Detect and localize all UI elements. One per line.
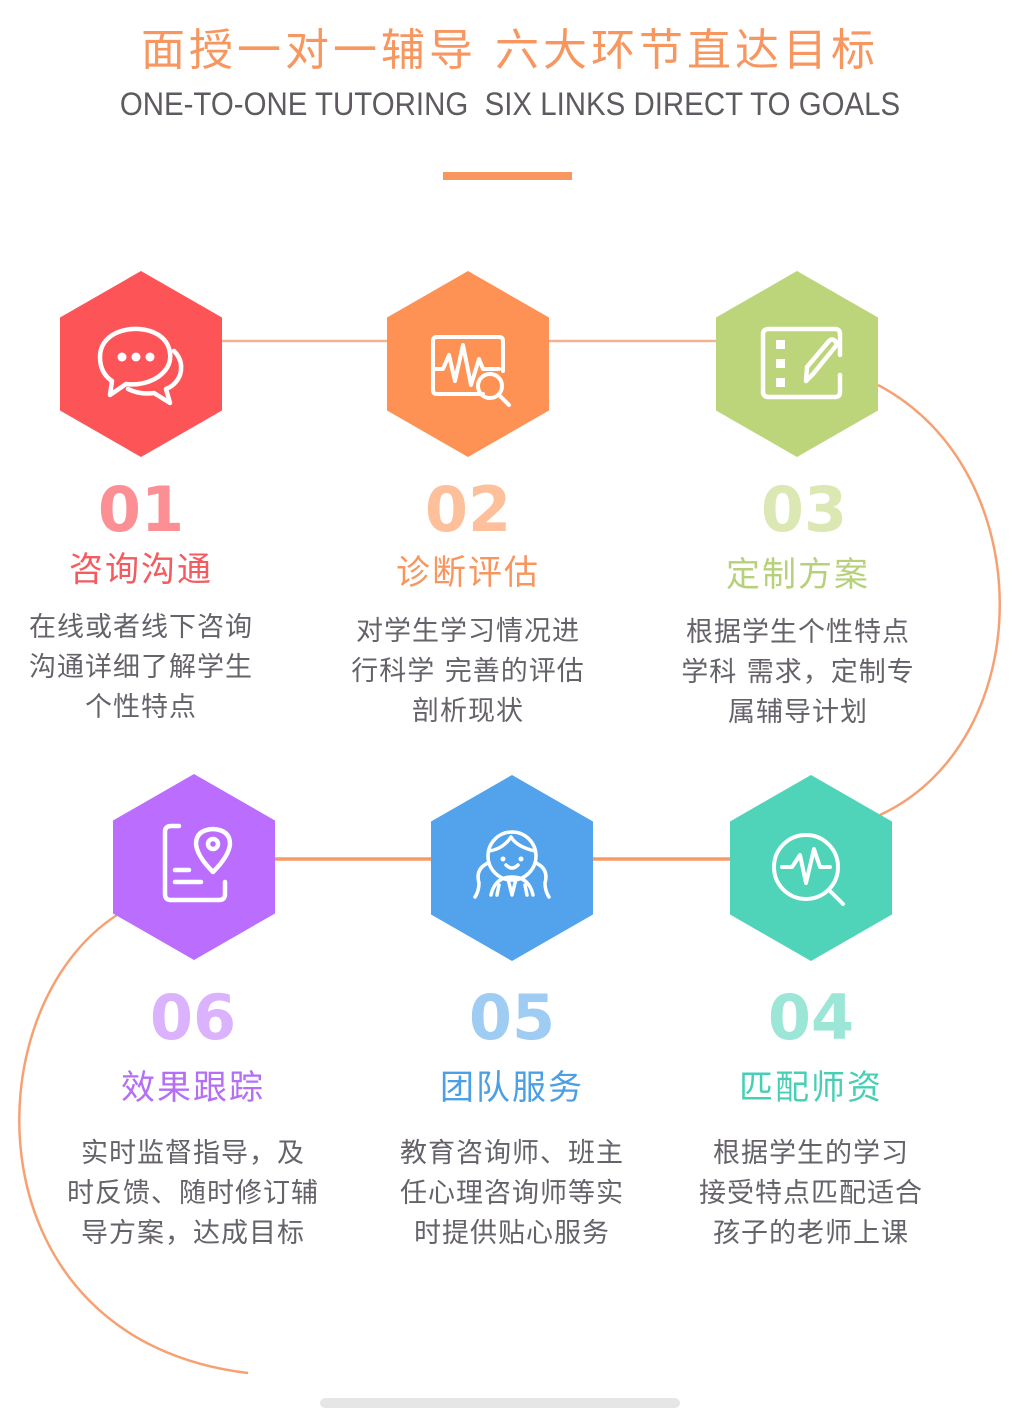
horizontal-scrollbar[interactable] [320, 1398, 680, 1408]
step-05-description: 教育咨询师、班主 任心理咨询师等实 时提供贴心服务 [400, 1138, 624, 1249]
team-person-icon [473, 830, 551, 899]
step-02-description: 对学生学习情况进 行科学 完善的评估 剖析现状 [351, 616, 585, 727]
step-06-description: 实时监督指导，及 时反馈、随时修订辅 导方案，达成目标 [67, 1138, 319, 1249]
pulse-search-icon [772, 833, 845, 906]
step-04-title: 匹配师资 [739, 1068, 883, 1108]
step-03-description: 根据学生个性特点 学科 需求，定制专 属辅导计划 [681, 617, 915, 728]
step-02-title: 诊断评估 [396, 553, 540, 593]
step-04-hexagon [730, 775, 892, 961]
step-04-description: 根据学生的学习 接受特点匹配适合 孩子的老师上课 [699, 1138, 923, 1249]
step-01-number: 01 [97, 473, 185, 546]
title-divider [443, 172, 572, 180]
step-05-title: 团队服务 [440, 1068, 584, 1108]
step-05-number: 05 [468, 981, 556, 1054]
step-06-title: 效果跟踪 [121, 1068, 265, 1108]
document-location-icon [162, 823, 233, 903]
step-01-hexagon [60, 271, 222, 457]
step-05-hexagon [431, 775, 593, 961]
edit-plan-icon [760, 326, 843, 400]
step-06-hexagon [113, 774, 275, 960]
page-subtitle: ONE-TO-ONE TUTORING SIX LINKS DIRECT TO … [119, 86, 901, 122]
step-06-number: 06 [149, 981, 237, 1054]
step-02-hexagon [387, 271, 549, 457]
step-02-number: 02 [424, 473, 512, 546]
chart-search-icon [431, 335, 511, 407]
step-01-description: 在线或者线下咨询 沟通详细了解学生 个性特点 [29, 612, 253, 723]
step-01-title: 咨询沟通 [69, 550, 213, 590]
step-03-title: 定制方案 [726, 555, 870, 595]
step-04-number: 04 [767, 981, 855, 1054]
step-03-hexagon [716, 271, 878, 457]
page-title: 面授一对一辅导 六大环节直达目标 [141, 25, 879, 76]
step-03-number: 03 [760, 473, 848, 546]
chat-bubbles-icon [97, 326, 184, 406]
